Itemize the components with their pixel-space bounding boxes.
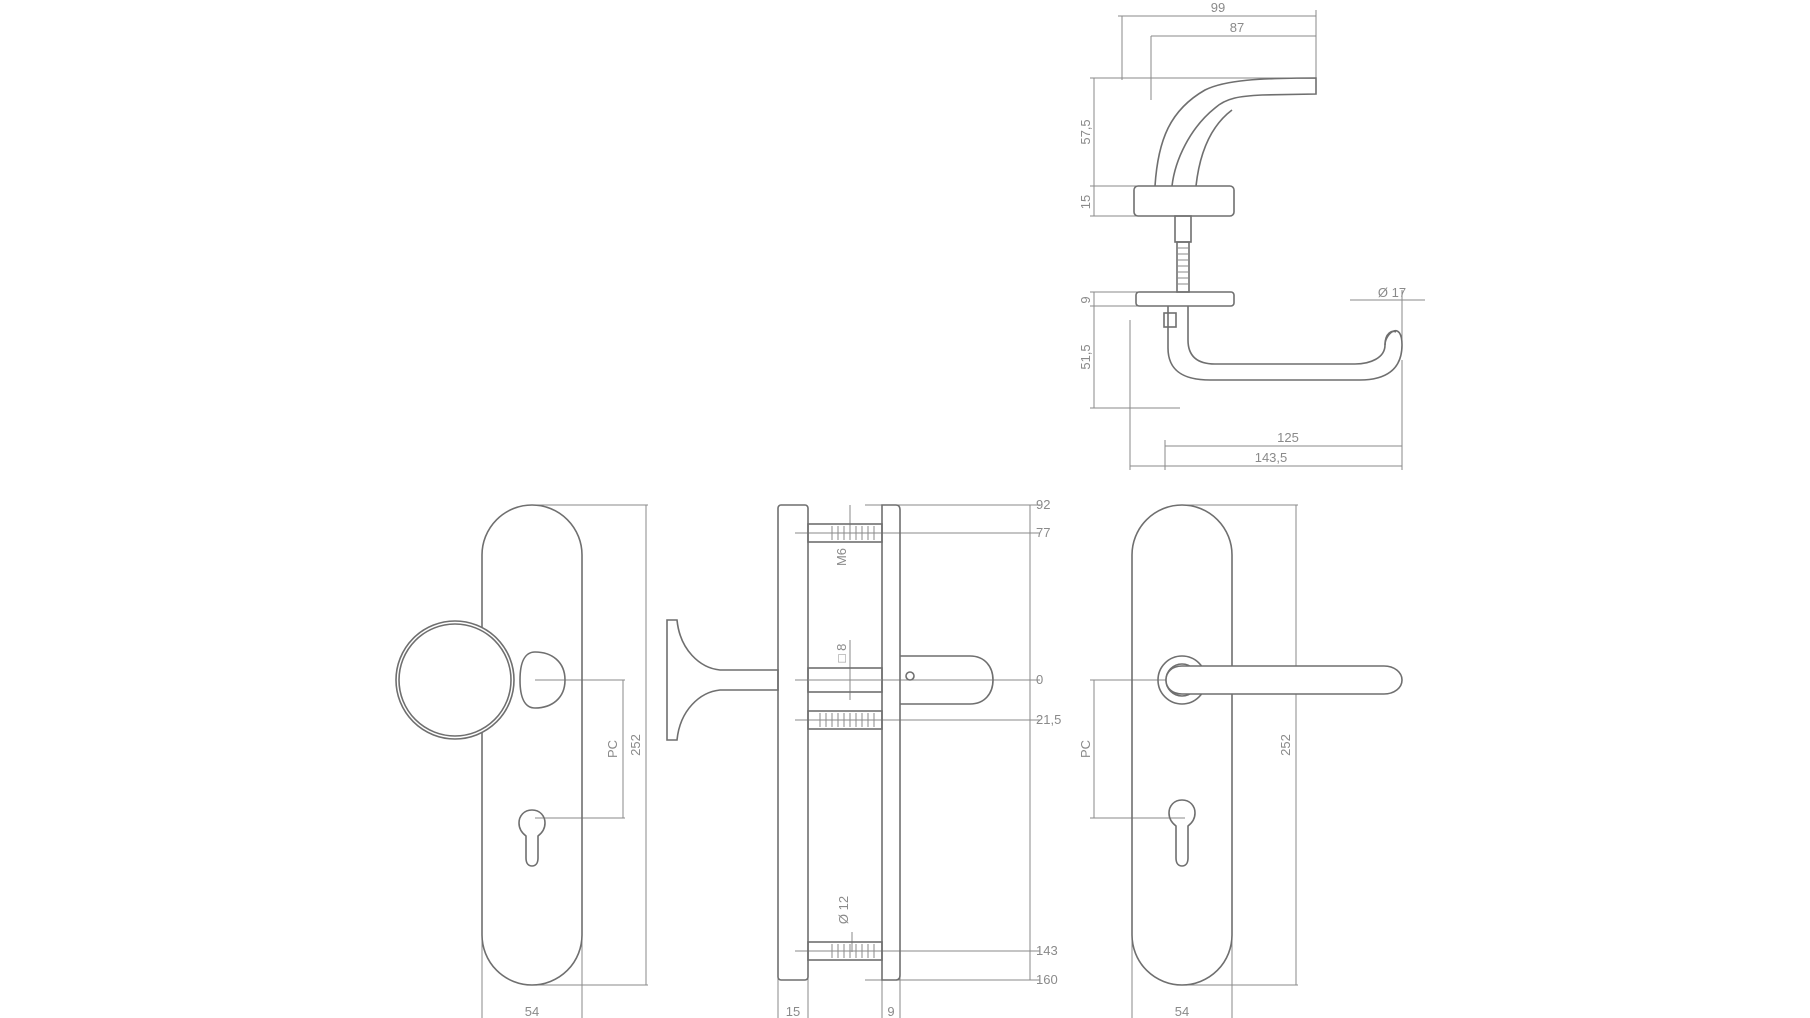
- top-view-spindle: [1174, 215, 1192, 293]
- screw-thread-label: M6: [834, 548, 849, 566]
- lever-plate-width-label: 54: [1175, 1004, 1189, 1018]
- rose-height-label: 15: [1078, 195, 1093, 209]
- lever-plate-length-label: 252: [1278, 734, 1293, 756]
- side-view-dimension-lines: [777, 504, 1040, 1018]
- knob-neck: [519, 651, 566, 709]
- lever-length-label: 125: [1277, 430, 1299, 445]
- lever-view: 54 252 PC: [1078, 504, 1403, 1018]
- spindle-square-label: □ 8: [834, 644, 849, 663]
- side-left-plate: [777, 504, 809, 981]
- lever-drop-label: 51,5: [1078, 344, 1093, 369]
- side-knob-profile: [666, 619, 779, 741]
- lever-keyhole-cylinder: [1168, 799, 1196, 867]
- knob-plate-width-label: 54: [525, 1004, 539, 1018]
- pos-spindle-label: 0: [1036, 672, 1043, 687]
- side-spindle: [807, 667, 883, 693]
- pos-screw-bottom-label: 143: [1036, 943, 1058, 958]
- lever-centre-distance-label: PC: [1078, 740, 1093, 758]
- knob-plate-length-label: 252: [628, 734, 643, 756]
- knob-inner-ring: [398, 623, 512, 737]
- pos-screw-mid-label: 21,5: [1036, 712, 1061, 727]
- knob-rose: [395, 620, 515, 740]
- upper-lever-profile: [1133, 77, 1317, 217]
- overall-length-label: 143,5: [1255, 450, 1288, 465]
- lever-diameter-label: Ø 17: [1378, 285, 1406, 300]
- side-view: 92 77 M6 □ 8 0 21,5 Ø 12 143 160 15 9: [666, 497, 1061, 1018]
- pos-screw-top-label: 77: [1036, 525, 1050, 540]
- bolt-diameter-label: Ø 12: [836, 896, 851, 924]
- side-screws: [807, 523, 883, 961]
- lever-view-dimension-lines: [1090, 504, 1298, 1018]
- knob-backplate: [481, 504, 583, 986]
- side-lever-stub: [900, 655, 994, 705]
- top-view: 99 87 57,5 15 9 51,5 Ø 17 125 143,5: [1078, 0, 1425, 470]
- overall-width-label: 99: [1211, 0, 1225, 15]
- pos-top-label: 92: [1036, 497, 1050, 512]
- knob-centre-distance-label: PC: [605, 740, 620, 758]
- lever-height-label: 57,5: [1078, 119, 1093, 144]
- plate-thickness-left-label: 15: [786, 1004, 800, 1018]
- keyhole-cylinder: [518, 809, 546, 867]
- knob-view: 54 252 PC: [395, 504, 648, 1018]
- lever-handle: [1165, 665, 1403, 695]
- pos-bottom-label: 160: [1036, 972, 1058, 987]
- top-view-dimension-lines: [1090, 10, 1425, 470]
- knob-view-dimension-lines: [481, 504, 648, 1018]
- plate-thickness-right-label: 9: [887, 1004, 894, 1018]
- lower-lever-profile: [1135, 291, 1403, 381]
- lever-reach-label: 87: [1230, 20, 1244, 35]
- side-set-screw: [905, 671, 915, 681]
- side-right-plate: [881, 504, 901, 981]
- lever-backplate: [1131, 504, 1233, 986]
- rose-height-lower-label: 9: [1078, 296, 1093, 303]
